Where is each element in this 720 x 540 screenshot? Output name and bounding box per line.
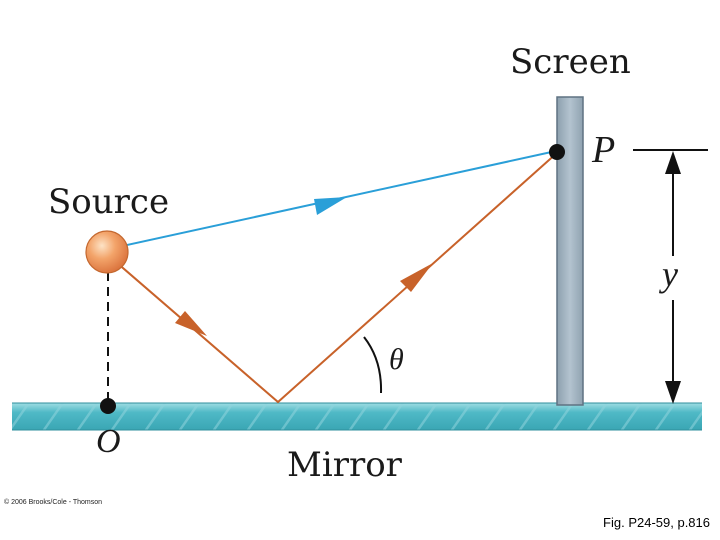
direct-ray <box>117 150 557 248</box>
origin-label: O <box>96 423 121 460</box>
incident-ray-arrow <box>175 311 207 336</box>
mirror-label: Mirror <box>287 445 403 485</box>
height-label: y <box>659 254 678 294</box>
screen-label: Screen <box>510 42 631 82</box>
point-p-label: P <box>591 129 615 171</box>
angle-label: θ <box>389 343 404 376</box>
reflected-ray <box>115 151 559 404</box>
figure-caption: Fig. P24-59, p.816 <box>603 515 710 530</box>
direct-ray-arrow <box>314 197 347 215</box>
source-ball <box>85 230 129 274</box>
angle-arc <box>363 336 383 394</box>
copyright-text: © 2006 Brooks/Cole - Thomson <box>4 499 103 506</box>
screen <box>556 96 584 406</box>
point-p-dot <box>549 144 565 160</box>
height-arrow-bottom <box>665 381 681 404</box>
height-arrow-top <box>665 151 681 174</box>
source-label: Source <box>48 182 169 222</box>
point-o-dot <box>100 398 116 414</box>
mirror <box>12 402 702 431</box>
height-dimension <box>633 149 708 404</box>
reflected-ray-arrow <box>400 263 433 292</box>
